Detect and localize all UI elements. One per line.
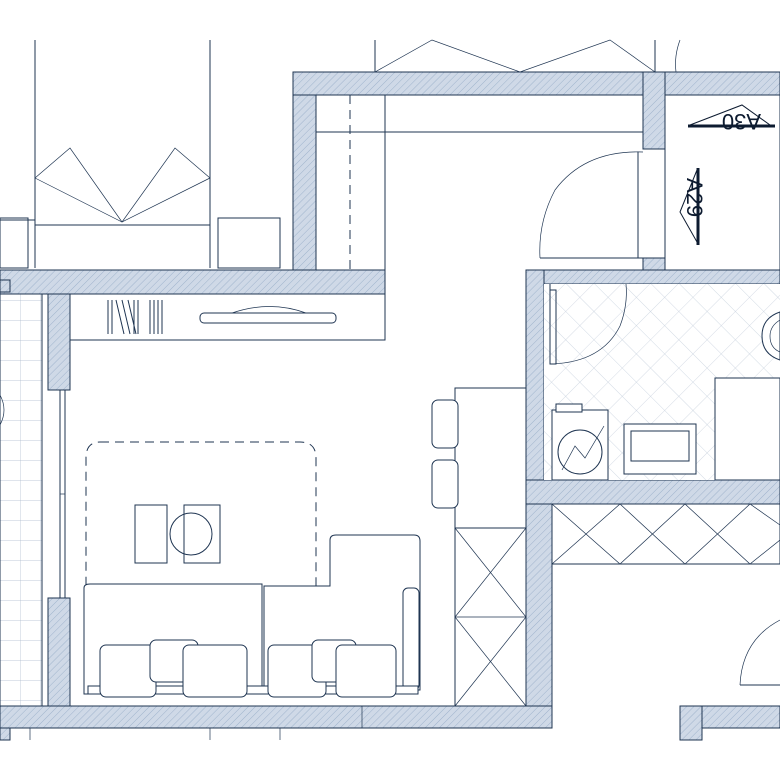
bedroom-top-left bbox=[0, 40, 281, 269]
tv-unit bbox=[199, 306, 337, 324]
bathroom bbox=[544, 283, 780, 481]
top-window bbox=[374, 39, 681, 73]
left-tiled-area bbox=[0, 293, 70, 707]
sink-cabinet bbox=[623, 423, 697, 475]
books bbox=[107, 299, 163, 335]
living-shelf bbox=[69, 293, 386, 341]
toilet bbox=[761, 311, 780, 361]
cushions bbox=[99, 639, 397, 698]
bar-stools bbox=[431, 399, 459, 509]
marker-label-a29: A29 bbox=[682, 178, 707, 217]
section-marker-a29: A29 bbox=[679, 168, 707, 245]
coffee-tables bbox=[134, 504, 221, 564]
counter-column bbox=[454, 387, 527, 707]
bed-cover-fold bbox=[34, 147, 211, 223]
lower-right-room bbox=[551, 503, 780, 686]
bottom-edge-lines bbox=[29, 706, 363, 740]
section-marker-a30: A30 bbox=[688, 104, 775, 134]
marker-label-a30: A30 bbox=[722, 109, 761, 134]
walls bbox=[0, 71, 780, 741]
bathroom-door bbox=[549, 283, 627, 365]
entrance-door bbox=[539, 151, 644, 259]
sofa bbox=[83, 534, 421, 698]
rug-outline bbox=[85, 441, 317, 595]
washing-machine bbox=[551, 403, 609, 481]
